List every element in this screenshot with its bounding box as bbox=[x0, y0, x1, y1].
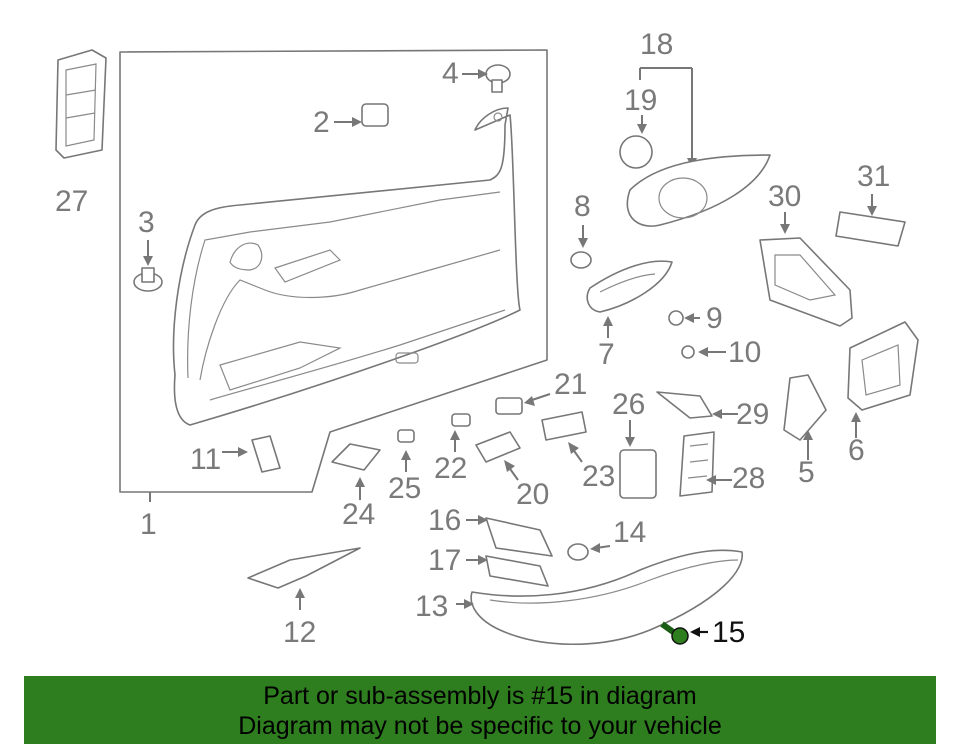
parts-diagram bbox=[55, 49, 919, 646]
callout-4: 4 bbox=[442, 57, 459, 90]
part-5-bezel bbox=[783, 374, 827, 460]
part-6-bracket bbox=[847, 321, 919, 438]
callout-26: 26 bbox=[612, 388, 646, 421]
callout-28: 28 bbox=[732, 462, 766, 495]
callout-3: 3 bbox=[138, 206, 155, 239]
callout-10: 10 bbox=[728, 336, 762, 369]
part-15-screw bbox=[660, 621, 708, 645]
callout-12: 12 bbox=[283, 616, 317, 649]
door-trim-panel bbox=[172, 107, 521, 426]
part-16-switch bbox=[466, 515, 553, 557]
callout-22: 22 bbox=[434, 452, 468, 485]
part-9-screw bbox=[668, 310, 700, 326]
callout-8: 8 bbox=[574, 190, 591, 223]
banner-line-2: Diagram may not be specific to your vehi… bbox=[238, 712, 722, 740]
part-22-clip bbox=[450, 413, 471, 452]
callout-30: 30 bbox=[768, 180, 802, 213]
callout-17: 17 bbox=[428, 544, 462, 577]
callout-14: 14 bbox=[613, 516, 647, 549]
callout-19: 19 bbox=[624, 84, 658, 117]
part-21-connector bbox=[495, 393, 551, 415]
callout-20: 20 bbox=[516, 478, 550, 511]
callout-5: 5 bbox=[798, 456, 815, 489]
callout-2: 2 bbox=[313, 106, 330, 139]
part-12-tape bbox=[247, 547, 361, 610]
callout-21: 21 bbox=[554, 368, 588, 401]
callout-15: 15 bbox=[712, 616, 746, 649]
callout-18: 18 bbox=[640, 28, 674, 61]
callout-13: 13 bbox=[415, 590, 449, 623]
callout-25: 25 bbox=[388, 472, 422, 505]
part-17-switch bbox=[466, 555, 549, 587]
part-28-switch-panel bbox=[679, 431, 732, 497]
part-3-retainer bbox=[133, 240, 163, 292]
part-info-banner: Part or sub-assembly is #15 in diagram D… bbox=[24, 676, 936, 744]
part-29-strip bbox=[656, 391, 738, 419]
banner-line-1: Part or sub-assembly is #15 in diagram bbox=[263, 682, 697, 710]
callout-23: 23 bbox=[582, 460, 616, 493]
callout-24: 24 bbox=[342, 498, 376, 531]
part-2-clip bbox=[334, 103, 389, 127]
callout-31: 31 bbox=[857, 160, 891, 193]
door-panel-outline bbox=[119, 49, 548, 502]
part-10-clip bbox=[681, 345, 726, 359]
part-13-armrest bbox=[456, 549, 743, 646]
callout-6: 6 bbox=[848, 434, 865, 467]
part-30-seat-switch bbox=[759, 212, 853, 327]
callout-29: 29 bbox=[736, 398, 770, 431]
part-4-grommet bbox=[462, 64, 511, 93]
part-8-grommet bbox=[570, 225, 592, 269]
part-19-speaker-cover bbox=[619, 115, 653, 169]
part-31-switch bbox=[835, 194, 906, 247]
callout-16: 16 bbox=[428, 504, 462, 537]
callout-9: 9 bbox=[706, 302, 723, 335]
part-24-light bbox=[331, 443, 381, 500]
part-18-speaker-trim bbox=[626, 67, 771, 227]
part-26-switch bbox=[619, 420, 657, 499]
part-23-bezel bbox=[541, 411, 587, 463]
part-14-grommet bbox=[567, 543, 611, 561]
part-20-bezel bbox=[475, 431, 521, 481]
callout-7: 7 bbox=[598, 338, 615, 371]
callout-27: 27 bbox=[55, 185, 89, 218]
part-27-window-switch bbox=[55, 49, 107, 159]
part-25-bulb bbox=[397, 429, 415, 472]
part-11-clip bbox=[222, 435, 281, 473]
callout-11: 11 bbox=[190, 443, 222, 476]
callout-1: 1 bbox=[140, 508, 157, 541]
part-7-handle bbox=[586, 260, 673, 338]
